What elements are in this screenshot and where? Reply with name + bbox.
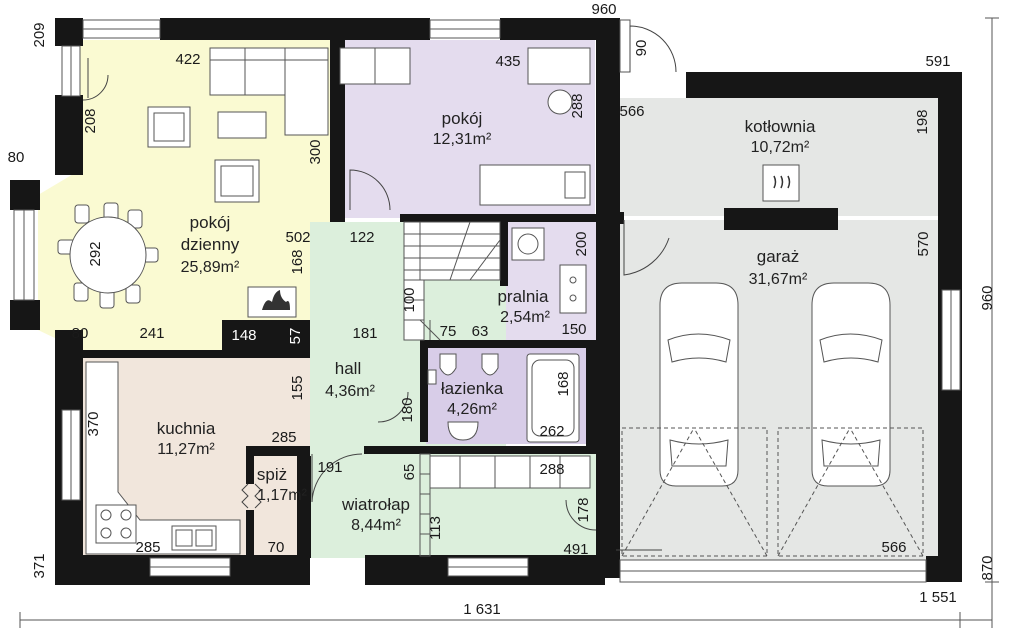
dimension-label: 288 — [569, 93, 586, 118]
room-area-garaz: 31,67m² — [749, 271, 808, 288]
dimension-label: 591 — [925, 53, 950, 70]
car-icon — [659, 282, 739, 487]
room-name-pokoj-dzienny-2: dzienny — [181, 235, 240, 254]
room-name-lazienka: łazienka — [441, 379, 504, 398]
dimension-label: 292 — [87, 241, 104, 266]
dimension-label: 148 — [231, 327, 256, 344]
dimension-label: 262 — [539, 423, 564, 440]
room-area-kotlownia: 10,72m² — [751, 139, 810, 156]
dimension-label: 63 — [472, 323, 489, 340]
dimension-label: 422 — [175, 51, 200, 68]
washbasin-icon — [447, 421, 479, 441]
dimension-label: 178 — [575, 497, 592, 522]
dimension-label: 65 — [401, 464, 418, 481]
room-name-kotlownia: kotłownia — [745, 117, 816, 136]
room-name-wiatrolap: wiatrołap — [341, 495, 410, 514]
dimension-label: 285 — [271, 429, 296, 446]
pokoj-furniture — [339, 47, 591, 211]
dimension-label: 300 — [307, 139, 324, 164]
dimension-label: 100 — [401, 287, 418, 312]
dimension-label: 370 — [85, 411, 102, 436]
dimension-label: 566 — [881, 539, 906, 556]
kitchen-fixtures — [85, 361, 241, 555]
room-name-pralnia: pralnia — [497, 287, 549, 306]
dimension-labels: 960 209 422 435 591 90 566 288 198 208 3… — [8, 1, 996, 618]
toilet-icon — [439, 353, 457, 376]
dimension-label: 435 — [495, 53, 520, 70]
dining-table — [57, 202, 159, 309]
wardrobe — [429, 455, 591, 489]
room-name-hall: hall — [335, 359, 361, 378]
corner-sofa — [209, 47, 329, 136]
dimension-label: 502 — [285, 229, 310, 246]
dimension-label: 57 — [287, 328, 304, 345]
living-room-furniture — [57, 47, 329, 318]
dimension-label: 960 — [979, 285, 996, 310]
dimension-label: 200 — [573, 231, 590, 256]
laundry-fixtures — [511, 227, 587, 314]
room-name-pokoj-dzienny-1: pokój — [190, 213, 231, 232]
dimension-label: 155 — [289, 375, 306, 400]
dimension-label: 80 — [8, 149, 25, 166]
coffee-table — [217, 111, 267, 139]
dimension-label: 70 — [268, 539, 285, 556]
dimension-label: 150 — [561, 321, 586, 338]
kotlownia-door — [619, 19, 677, 276]
dimension-label: 180 — [399, 397, 416, 422]
floor-spiz — [252, 456, 297, 556]
dimension-lines — [19, 17, 999, 628]
room-area-pokoj: 12,31m² — [433, 131, 492, 148]
dimension-label: 90 — [633, 40, 650, 57]
dimension-label: 209 — [31, 22, 48, 47]
dimension-label: 285 — [135, 539, 160, 556]
dimension-label: 168 — [555, 371, 572, 396]
dimension-label: 122 — [349, 229, 374, 246]
entrance-door — [82, 57, 597, 531]
bathtub-icon — [526, 353, 580, 443]
dimension-label: 113 — [427, 516, 444, 540]
dimension-label: 191 — [317, 459, 342, 476]
room-area-pralnia: 2,54m² — [500, 309, 550, 326]
dimension-label: 870 — [979, 555, 996, 580]
room-area-spiz: 1,17m² — [257, 487, 307, 504]
dimension-label: 1 551 — [919, 589, 957, 606]
dimension-label: 181 — [352, 325, 377, 342]
dimension-label: 960 — [591, 1, 616, 18]
dimension-label: 80 — [72, 325, 89, 342]
room-name-garaz: garaż — [757, 247, 800, 266]
dimension-label: 491 — [563, 541, 588, 558]
room-area-kuchnia: 11,27m² — [157, 441, 215, 458]
bidet-icon — [481, 353, 499, 376]
boiler-icon — [762, 164, 800, 202]
dimension-label: 198 — [914, 109, 931, 134]
dimension-label: 241 — [139, 325, 164, 342]
car-icon — [811, 282, 891, 487]
room-name-kuchnia: kuchnia — [157, 419, 216, 438]
bathroom-fixtures — [427, 353, 580, 443]
dimension-label: 75 — [440, 323, 457, 340]
dimension-label: 566 — [619, 103, 644, 120]
room-name-spiz: spiż — [257, 465, 287, 484]
dimension-label: 1 631 — [463, 601, 501, 618]
fireplace-icon — [247, 286, 297, 318]
dimension-label: 371 — [31, 553, 48, 578]
room-area-lazienka: 4,26m² — [447, 401, 497, 418]
dimension-label: 208 — [82, 108, 99, 133]
garage-doors — [616, 427, 924, 557]
dimension-label: 570 — [915, 231, 932, 256]
windows — [13, 19, 961, 583]
room-name-pokoj: pokój — [442, 109, 483, 128]
dimension-label: 288 — [539, 461, 564, 478]
dimension-label: 168 — [289, 249, 306, 274]
room-area-pokoj-dzienny: 25,89m² — [181, 259, 240, 276]
room-area-wiatrolap: 8,44m² — [351, 517, 401, 534]
room-area-hall: 4,36m² — [325, 383, 375, 400]
stairs — [403, 221, 501, 557]
